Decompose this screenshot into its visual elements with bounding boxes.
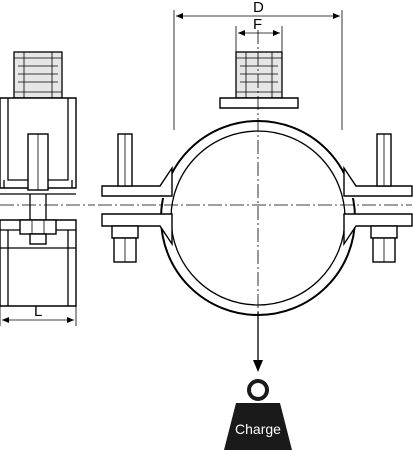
load-arrow xyxy=(253,312,263,372)
top-threaded-socket xyxy=(219,51,299,109)
front-view: D F Charge xyxy=(98,0,413,450)
right-flange-bolt xyxy=(343,133,413,263)
outer-diameter-label: D xyxy=(253,0,264,16)
side-view-lower-clamp xyxy=(0,219,77,307)
side-view: L xyxy=(0,51,95,326)
left-flange-bolt xyxy=(101,133,173,263)
thread-dimension-label: F xyxy=(253,16,262,33)
length-dimension-label: L xyxy=(34,303,42,320)
thread-dimension: F xyxy=(235,16,283,52)
side-view-upper-clamp xyxy=(0,97,77,195)
load-weight: Charge xyxy=(224,379,292,450)
side-view-threaded-nut xyxy=(13,51,63,99)
weight-icon xyxy=(224,403,292,450)
load-label: Charge xyxy=(235,421,281,437)
outer-diameter-dimension: D xyxy=(173,0,343,130)
weight-ring-icon xyxy=(247,379,269,401)
length-dimension: L xyxy=(0,303,77,326)
